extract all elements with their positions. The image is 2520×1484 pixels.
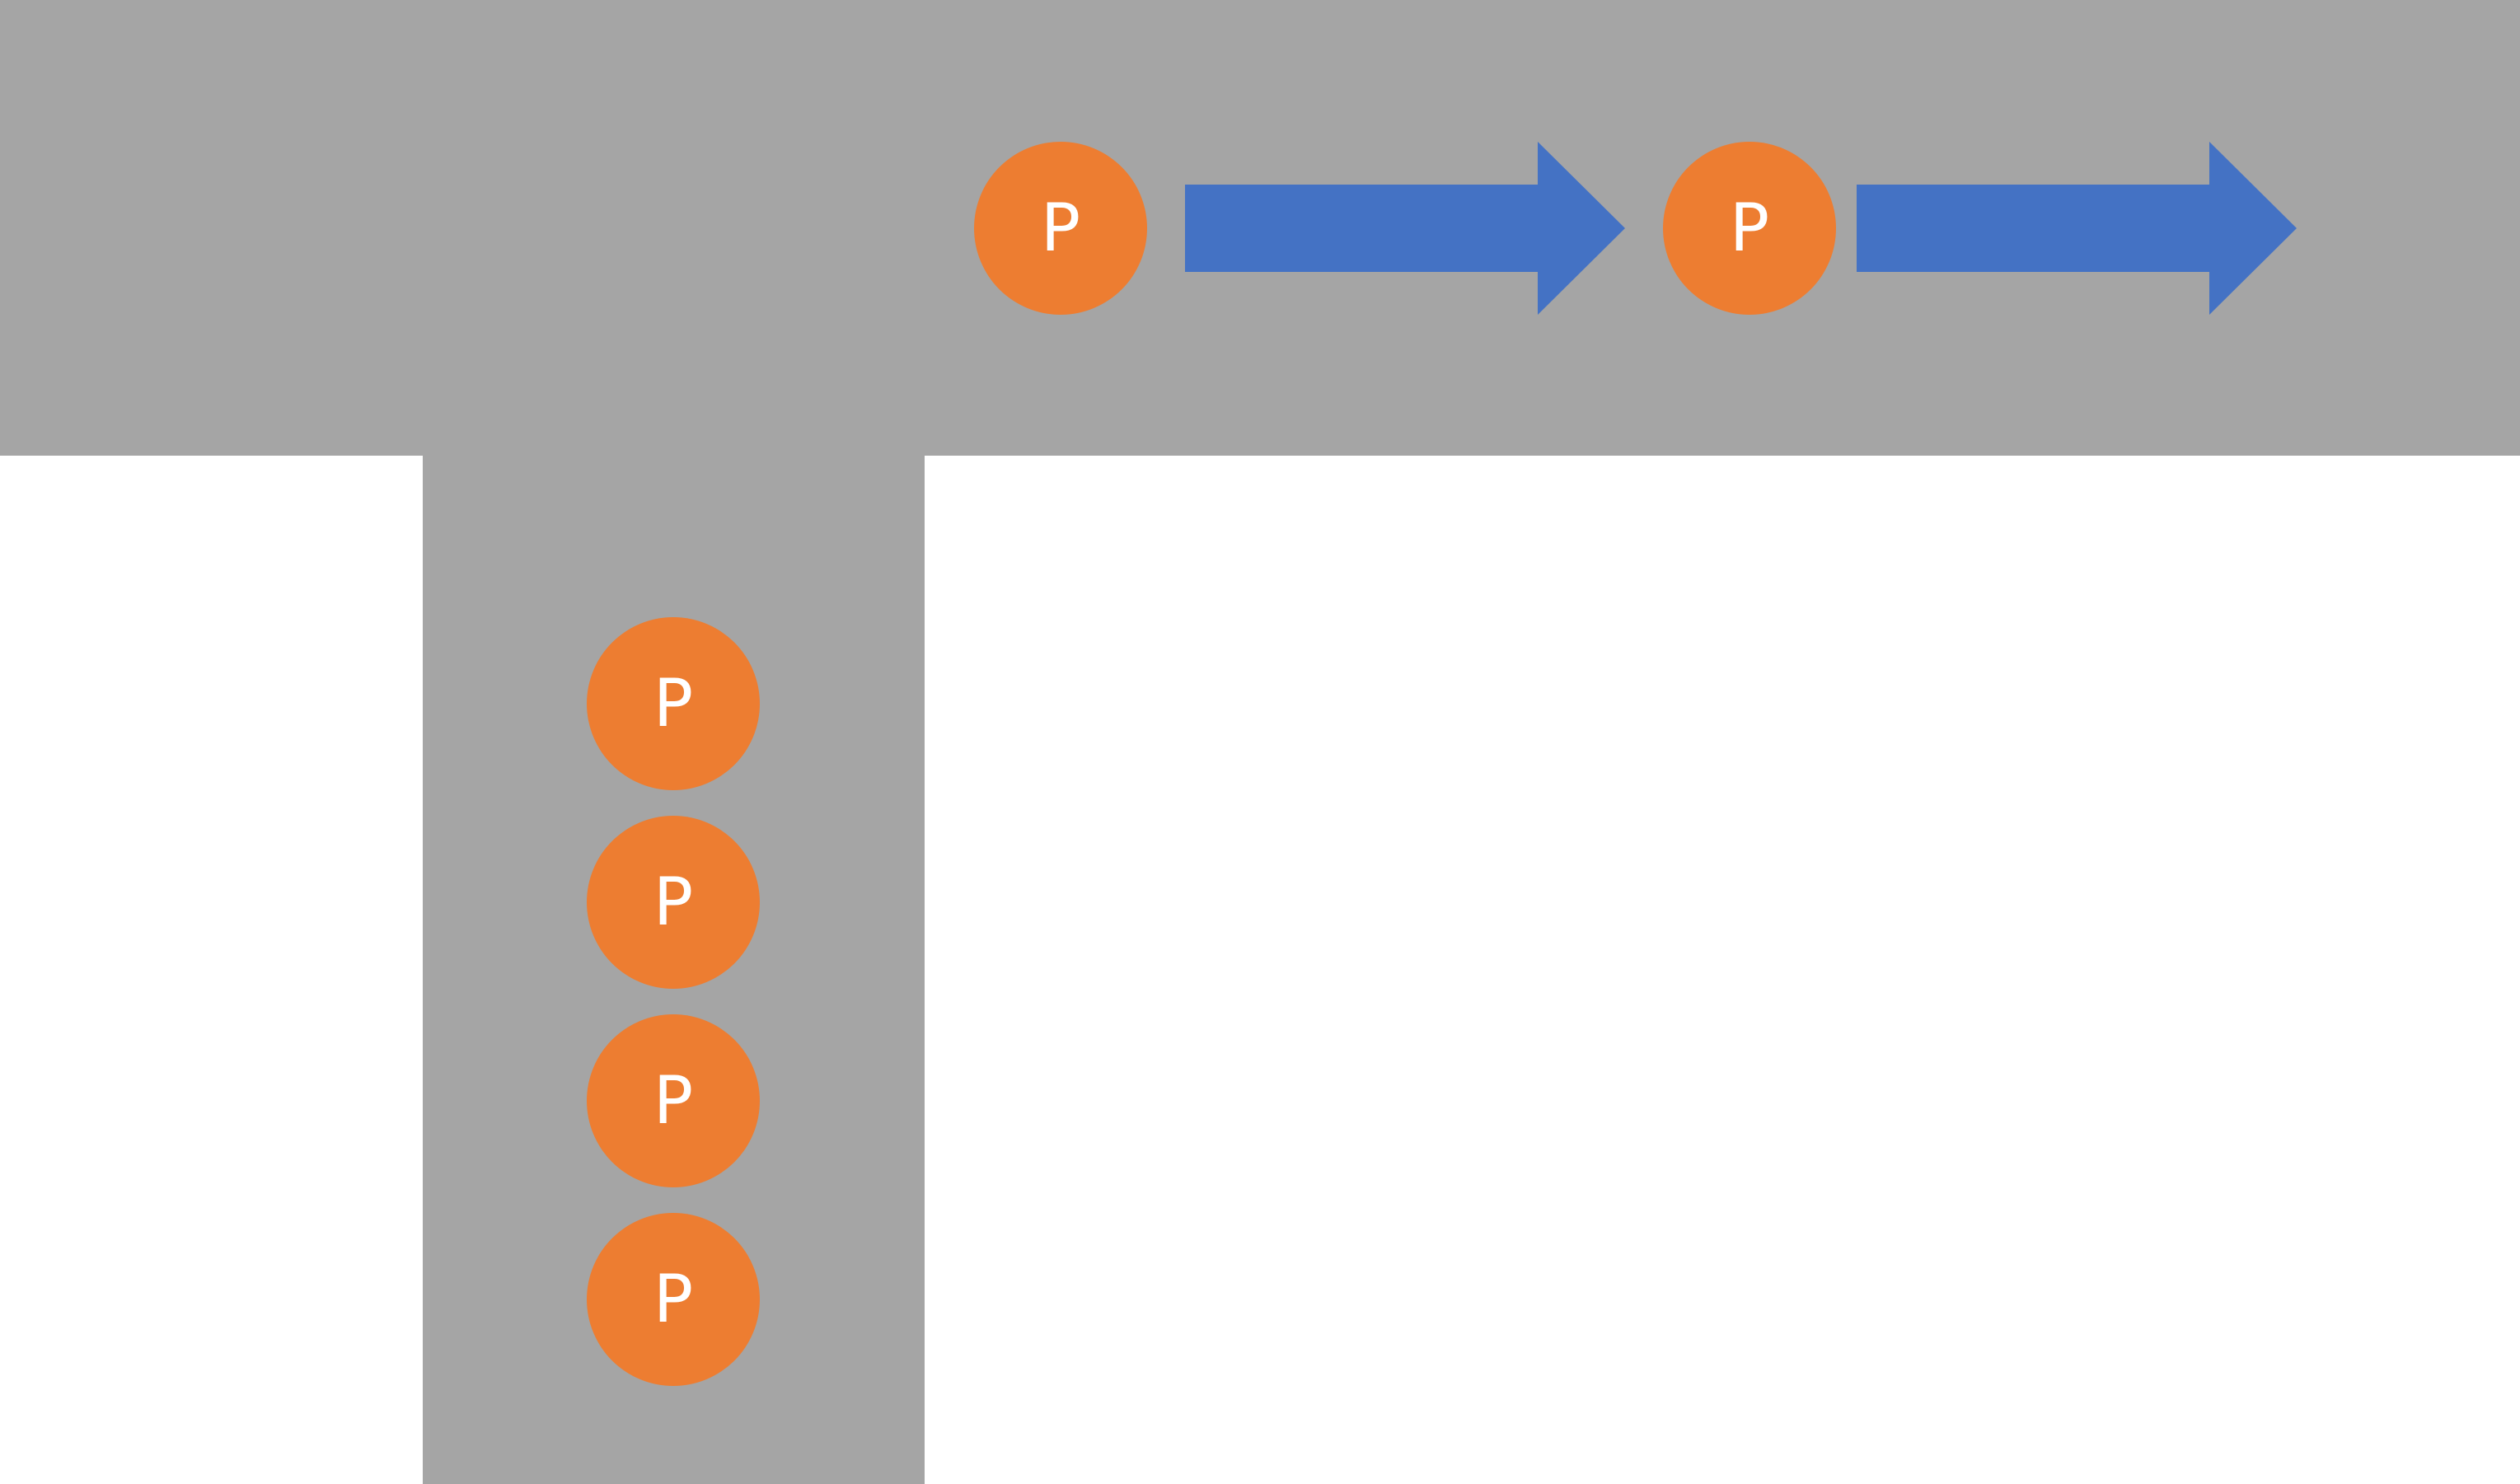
branch-road-token: P (587, 617, 760, 790)
branch-road-token: P (587, 1014, 760, 1187)
main-road-token: P (1663, 142, 1836, 315)
right-arrow-icon (1185, 142, 1625, 315)
branch-road-token: P (587, 1213, 760, 1386)
main-road-token: P (974, 142, 1147, 315)
right-arrow-icon (1857, 142, 2297, 315)
branch-road-token: P (587, 816, 760, 989)
